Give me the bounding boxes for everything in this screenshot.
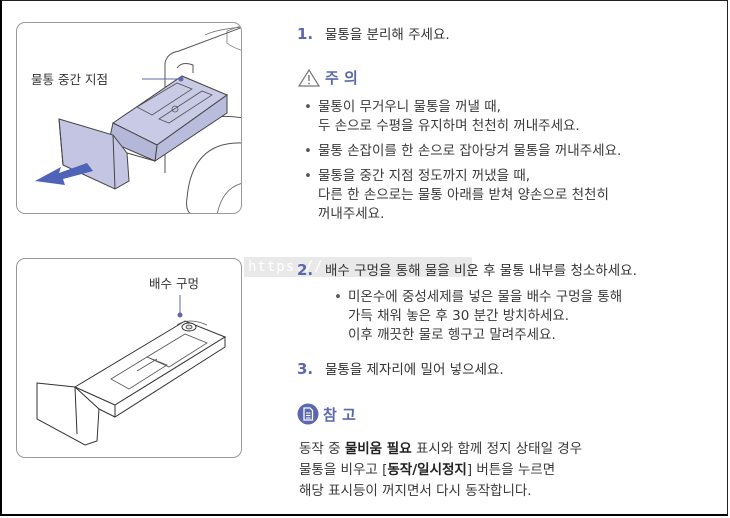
- tank-removal-drawing: [35, 25, 241, 213]
- caution-heading: 주 의: [297, 67, 358, 88]
- step-3: 3. 물통을 제자리에 밀어 넣으세요.: [297, 358, 504, 378]
- step-1: 1. 물통을 분리해 주세요.: [297, 23, 450, 43]
- note-line: 동작 중 물비움 필요 표시와 함께 정지 상태일 경우: [299, 441, 583, 457]
- step-2-bullets: 미온수에 중성세제를 넣은 물을 배수 구멍을 통해 가득 채워 놓은 후 30…: [332, 288, 622, 351]
- illustration-drain-hole: 배수 구멍: [16, 258, 242, 458]
- note-title: 참 고: [323, 405, 356, 424]
- document-note-icon: [297, 403, 319, 425]
- note-line: 물통을 비우고 [동작/일시정지] 버튼을 누르면: [299, 462, 556, 478]
- caution-item: 물통을 중간 지점 정도까지 꺼냈을 때, 다른 한 손으로는 물통 아래를 받…: [302, 167, 621, 224]
- caution-title: 주 의: [325, 69, 358, 87]
- step-text: 배수 구멍을 통해 물을 비운 후 물통 내부를 청소하세요.: [325, 263, 637, 279]
- step-text: 물통을 제자리에 밀어 넣으세요.: [325, 362, 504, 378]
- caution-item: 물통 손잡이를 한 손으로 잡아당겨 물통을 꺼내주세요.: [302, 142, 621, 161]
- step-number: 2.: [297, 261, 314, 279]
- drain-hole-label: 배수 구멍: [149, 276, 199, 291]
- watermark: https://: [244, 257, 472, 277]
- step-text: 물통을 분리해 주세요.: [325, 27, 450, 43]
- note-heading: 참 고: [297, 403, 356, 425]
- warning-triangle-icon: [297, 68, 321, 87]
- note-body: 동작 중 물비움 필요 표시와 함께 정지 상태일 경우 물통을 비우고 [동작…: [299, 439, 582, 502]
- tank-midpoint-label: 물통 중간 지점: [31, 72, 108, 87]
- step-number: 3.: [297, 360, 314, 378]
- drain-hole-drawing: [36, 295, 227, 446]
- note-line: 해당 표시등이 꺼지면서 다시 동작합니다.: [299, 483, 532, 499]
- caution-list: 물통이 무거우니 물통을 꺼낼 때, 두 손으로 수평을 유지하며 천천히 꺼내…: [302, 98, 621, 230]
- illustration-tank-removal: 물통 중간 지점: [16, 22, 242, 214]
- step-2-bullet: 미온수에 중성세제를 넣은 물을 배수 구멍을 통해 가득 채워 놓은 후 30…: [332, 288, 622, 345]
- step-2: 2. 배수 구멍을 통해 물을 비운 후 물통 내부를 청소하세요.: [297, 259, 637, 279]
- step-number: 1.: [297, 25, 314, 43]
- caution-item: 물통이 무거우니 물통을 꺼낼 때, 두 손으로 수평을 유지하며 천천히 꺼내…: [302, 98, 621, 136]
